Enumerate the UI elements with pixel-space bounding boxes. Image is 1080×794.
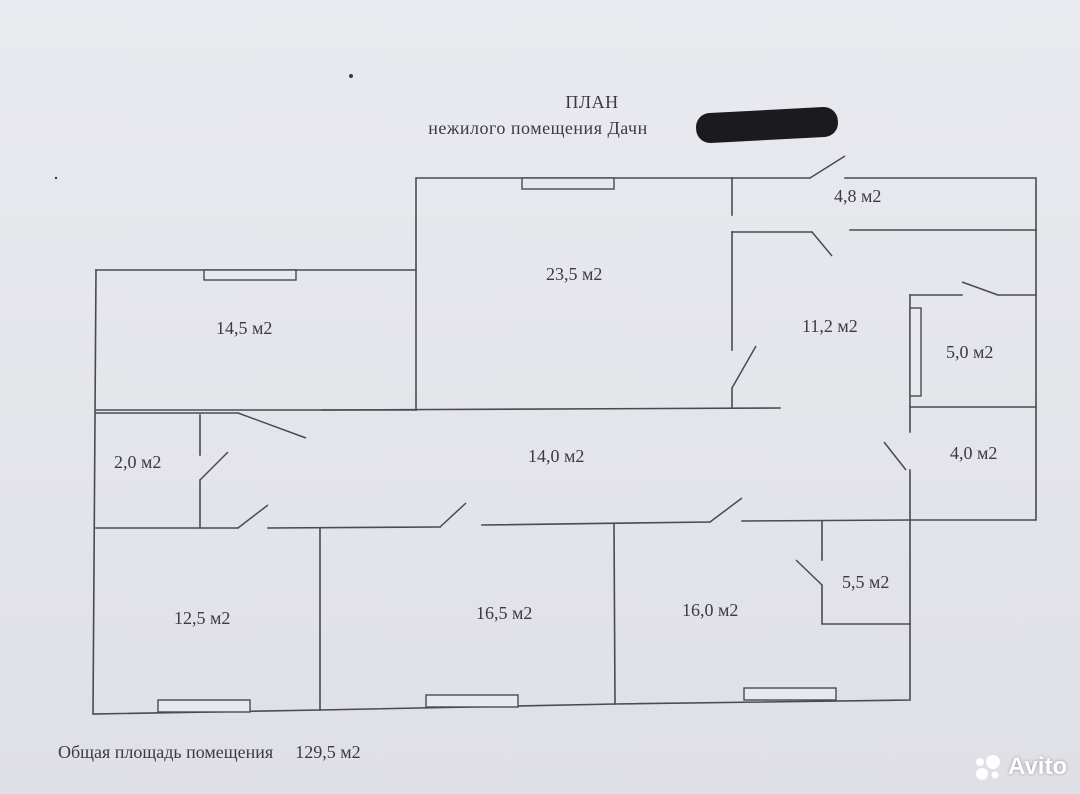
door-swing [237,412,307,439]
watermark-text: Avito [1008,753,1068,780]
window [203,269,297,281]
speck [54,176,58,180]
total-area-label: Общая площадь помещения [58,742,274,762]
room-area-label: 23,5 м2 [546,264,603,284]
door-swing [439,502,467,528]
windows [157,177,922,713]
window [425,694,519,708]
room-area-label: 4,8 м2 [834,186,882,206]
plan-title: ПЛАН [565,92,619,112]
door-swing [795,559,823,586]
window [157,699,251,713]
avito-logo-icon [976,755,1000,780]
window [521,177,615,190]
room-area-label: 5,0 м2 [946,342,994,362]
room-area-label: 11,2 м2 [802,316,858,336]
room-area-label: 14,0 м2 [528,446,585,466]
room-area-label: 2,0 м2 [114,452,162,472]
total-area-line: Общая площадь помещения 129,5 м2 [58,742,383,763]
door-swing [883,441,907,471]
room-area-label: 16,0 м2 [682,600,739,620]
room-area-label: 14,5 м2 [216,318,273,338]
door-leaves [199,155,999,586]
interior-walls [95,177,1037,711]
door-swing [809,155,846,179]
door-swing [731,345,757,389]
room-area-label: 16,5 м2 [476,603,533,623]
door-swing [811,231,833,257]
room-area-label: 5,5 м2 [842,572,890,592]
speck [349,74,353,78]
door-swing [709,497,743,523]
window [909,307,922,397]
room-area-label: 12,5 м2 [174,608,231,628]
plan-subtitle: нежилого помещения Дачн [428,118,648,138]
room-area-label: 4,0 м2 [950,443,998,463]
door-swing [199,451,229,481]
door-swing [961,281,999,296]
total-area-value: 129,5 м2 [295,742,361,762]
window [743,687,837,701]
avito-watermark: Avito [972,753,1067,781]
door-swing [237,504,269,529]
